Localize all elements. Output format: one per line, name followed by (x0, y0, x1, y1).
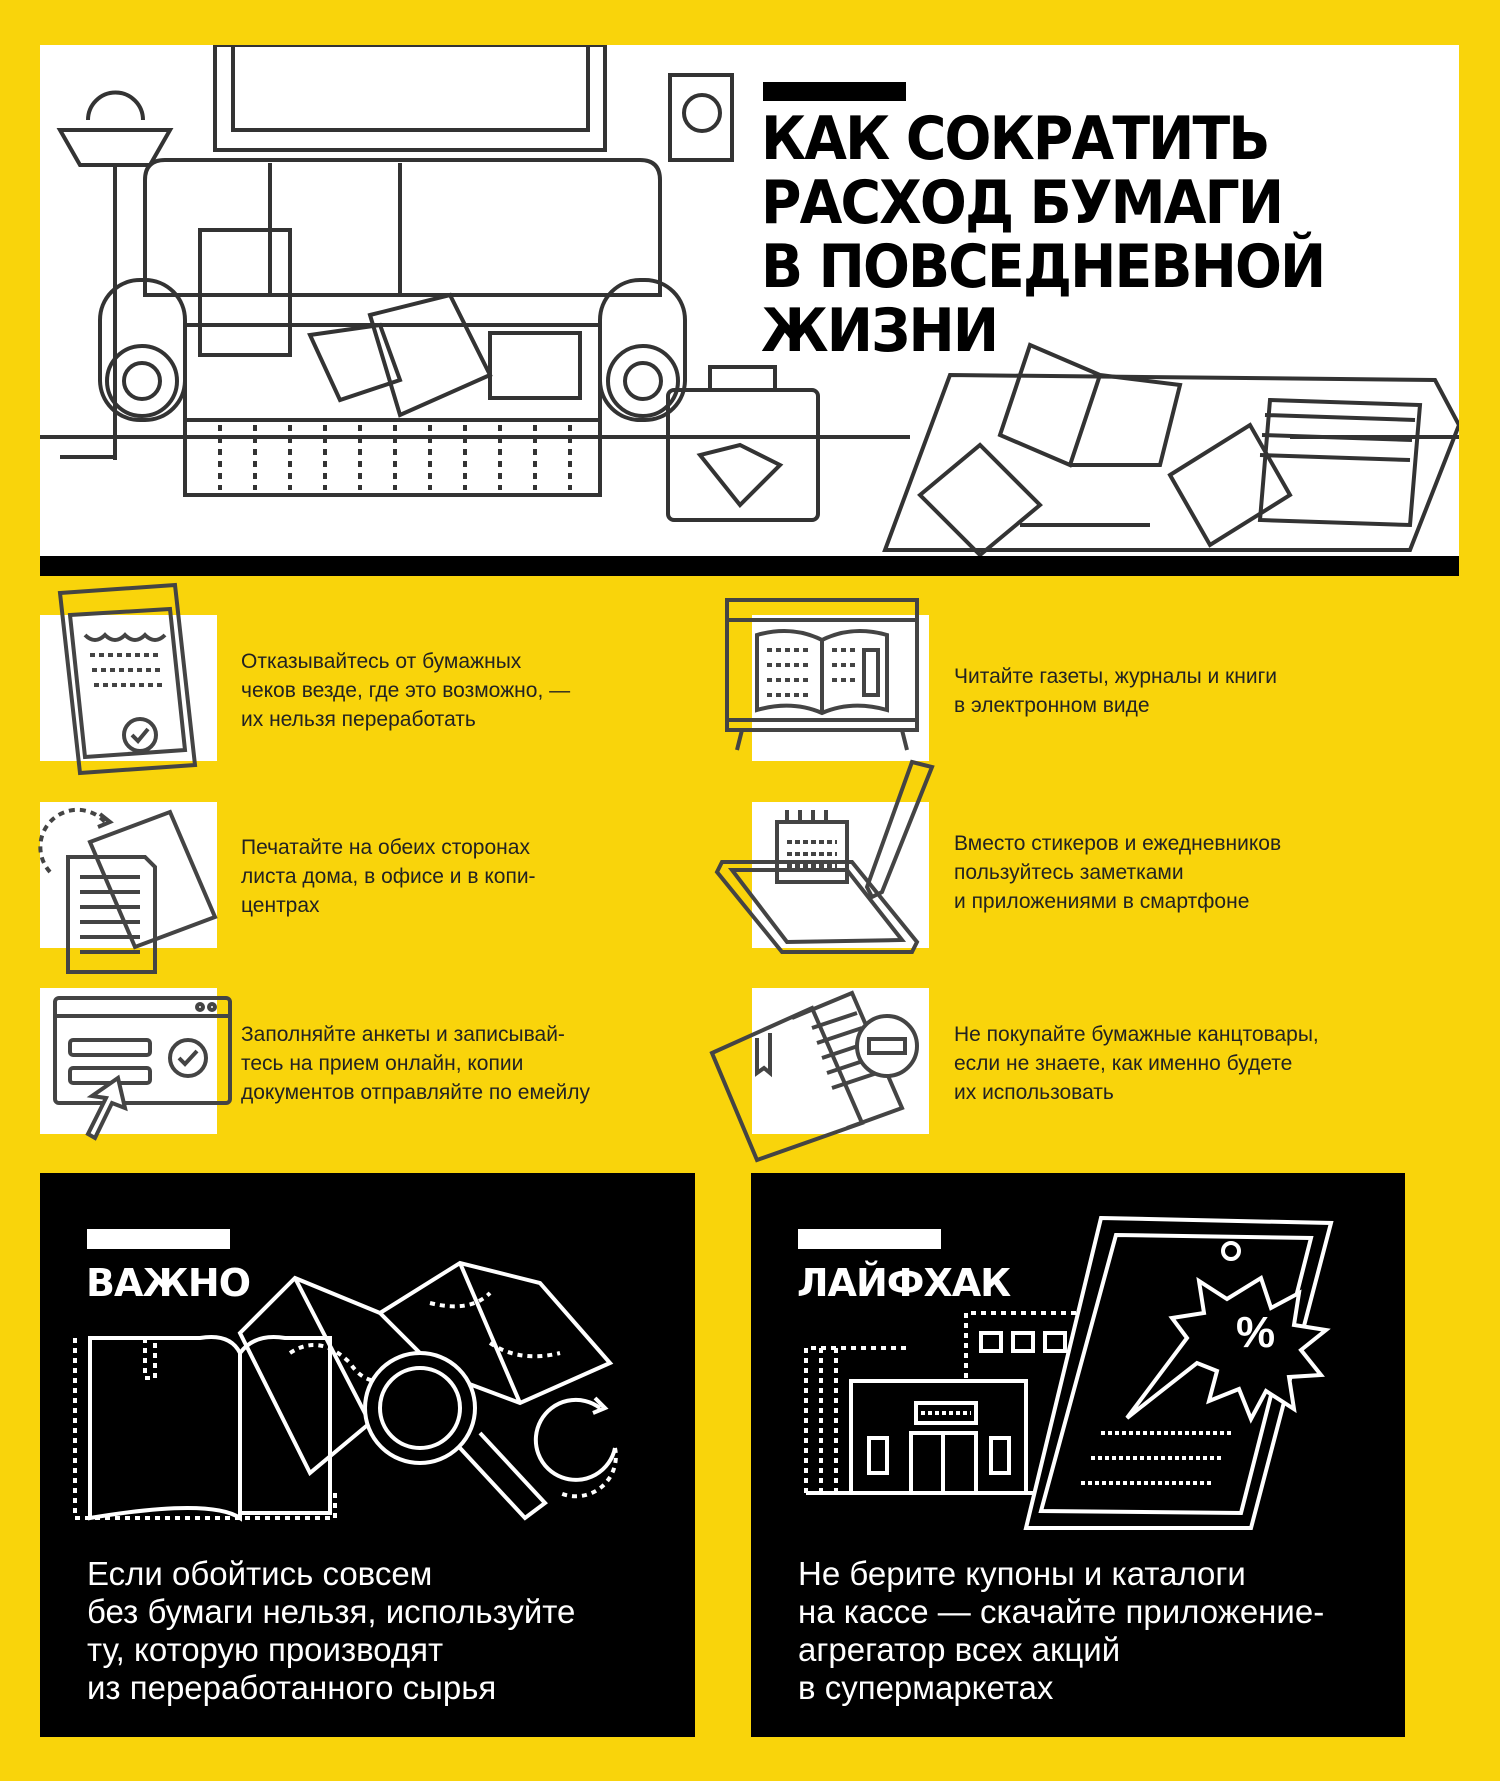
lifehack-panel: Лайфхак % Не берите купоны и каталогина … (751, 1173, 1405, 1737)
notebook-minus-icon (709, 988, 929, 1163)
lifehack-label: Лайфхак (797, 1261, 1011, 1305)
tip-text: Не покупайте бумажные канцтовары,если не… (954, 1023, 1319, 1104)
hero-divider (40, 556, 1459, 576)
store-phone-illustration (804, 1215, 1334, 1530)
receipt-phone-icon (40, 582, 217, 776)
living-room-illustration (40, 45, 1459, 556)
ebook-screen-icon (725, 598, 929, 761)
title-line: в повседневной (761, 232, 1326, 302)
phone-notes-icon (714, 759, 935, 954)
title-line: Как сократить (761, 104, 1270, 174)
title-line: жизни (761, 296, 999, 366)
label-accent-bar (798, 1229, 941, 1249)
discount-badge: % (1236, 1308, 1276, 1357)
online-form-icon (40, 988, 232, 1141)
double-sided-print-icon (38, 802, 218, 974)
tip-text: Заполняйте анкеты и записывай-тесь на пр… (241, 1023, 591, 1104)
title-line: расход бумаги (761, 168, 1284, 238)
page-title: Как сократить расход бумаги в повседневн… (761, 107, 1405, 363)
label-accent-bar (87, 1229, 230, 1249)
hero-illustration: Как сократить расход бумаги в повседневн… (40, 45, 1459, 556)
title-accent-bar (763, 82, 906, 101)
important-label: Важно (86, 1261, 251, 1305)
map-magnifier-illustration (73, 1260, 618, 1522)
